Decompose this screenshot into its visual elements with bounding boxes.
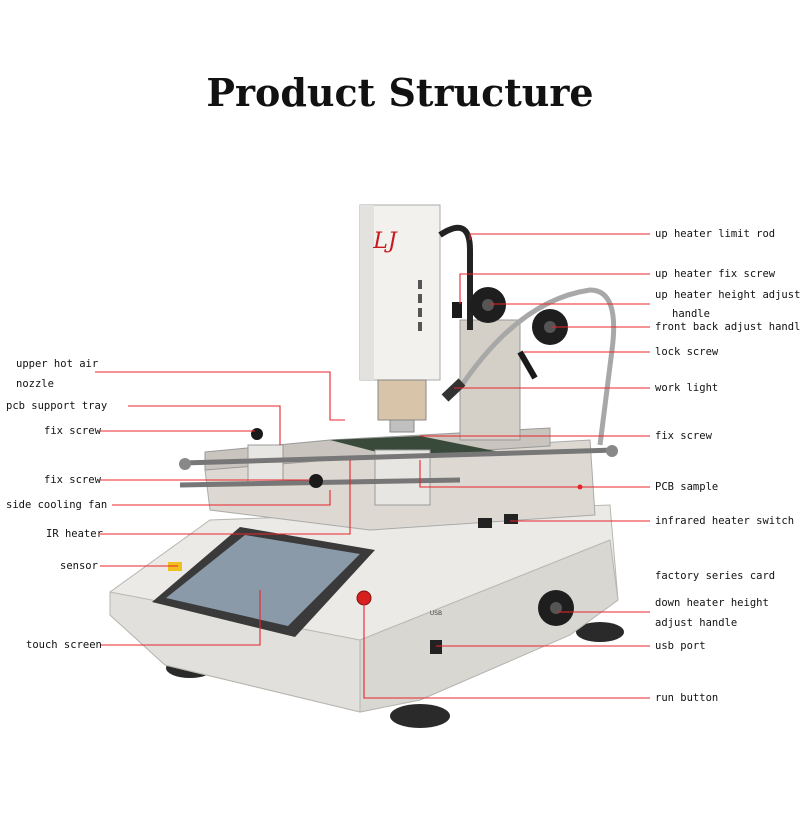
label-work-light: work light (655, 382, 719, 394)
callout-line-up-heater-fix (459, 273, 650, 304)
label-ir-heater: IR heater (46, 528, 103, 540)
machine-illustration: USB LJ (109, 204, 624, 728)
label-pcb-sample: PCB sample (655, 481, 719, 493)
fix-screw-mid-knob (309, 474, 323, 488)
foot-right (576, 622, 624, 642)
label-pcb-support-tray: pcb support tray (6, 400, 108, 412)
label-run-button: run button (655, 692, 719, 704)
callout-line-run-button (363, 600, 650, 699)
callout-line-ir-heater (100, 460, 351, 535)
label-side-cooling-fan: side cooling fan (6, 499, 108, 511)
infrared-switch (478, 518, 492, 528)
usb-port-icon (430, 640, 442, 654)
foot-front-left (390, 704, 450, 728)
base-front-face (109, 591, 361, 713)
label-lock-screw: lock screw (655, 346, 719, 358)
usb-text: USB (430, 610, 442, 617)
callout-lines (95, 233, 650, 699)
lock-screw-lever (517, 350, 538, 380)
touch-screen-display (166, 535, 360, 626)
fix-screw-top-knob (251, 428, 263, 440)
limit-rod (438, 224, 473, 330)
label-up-heater-height-line1: up heater height adjust (655, 289, 800, 301)
label-upper-hot-air-line1: upper hot air (16, 358, 99, 370)
callout-line-side-fan (112, 490, 331, 506)
callout-line-touch-screen (100, 590, 261, 646)
label-fix-screw-top: fix screw (44, 425, 101, 437)
callout-line-limit-rod (469, 233, 650, 240)
label-fix-screw-right: fix screw (655, 430, 712, 442)
left-clamp-block (247, 444, 284, 484)
label-factory-series-card: factory series card (655, 570, 776, 582)
rear-column (459, 319, 521, 441)
label-upper-hot-air-line2: nozzle (16, 378, 54, 390)
callout-line-pcb-sample (419, 460, 650, 488)
label-infrared-heater-switch: infrared heater switch (655, 515, 795, 527)
label-sensor: sensor (60, 560, 98, 572)
brand-logo: LJ (372, 229, 398, 254)
work-light-arm (459, 287, 617, 446)
callout-line-pcb-tray (128, 405, 281, 445)
base-side-face (359, 539, 619, 713)
label-touch-screen: touch screen (26, 639, 102, 651)
label-usb-port: usb port (655, 640, 706, 652)
upper-hot-air-nozzle (377, 379, 427, 421)
callout-line-upper-nozzle (95, 371, 345, 421)
label-up-heater-fix-screw: up heater fix screw (655, 268, 776, 280)
label-up-heater-limit-rod: up heater limit rod (655, 228, 776, 240)
label-front-back-adjust: front back adjust handle (655, 321, 800, 333)
label-up-heater-height-line2: handle (672, 308, 710, 320)
label-down-heater-height-line1: down heater height (655, 597, 769, 609)
page-title: Product Structure (206, 70, 594, 115)
label-down-heater-height-line2: adjust handle (655, 617, 738, 629)
up-heater-fix-screw-knob (452, 302, 462, 318)
label-fix-screw-mid: fix screw (44, 474, 101, 486)
